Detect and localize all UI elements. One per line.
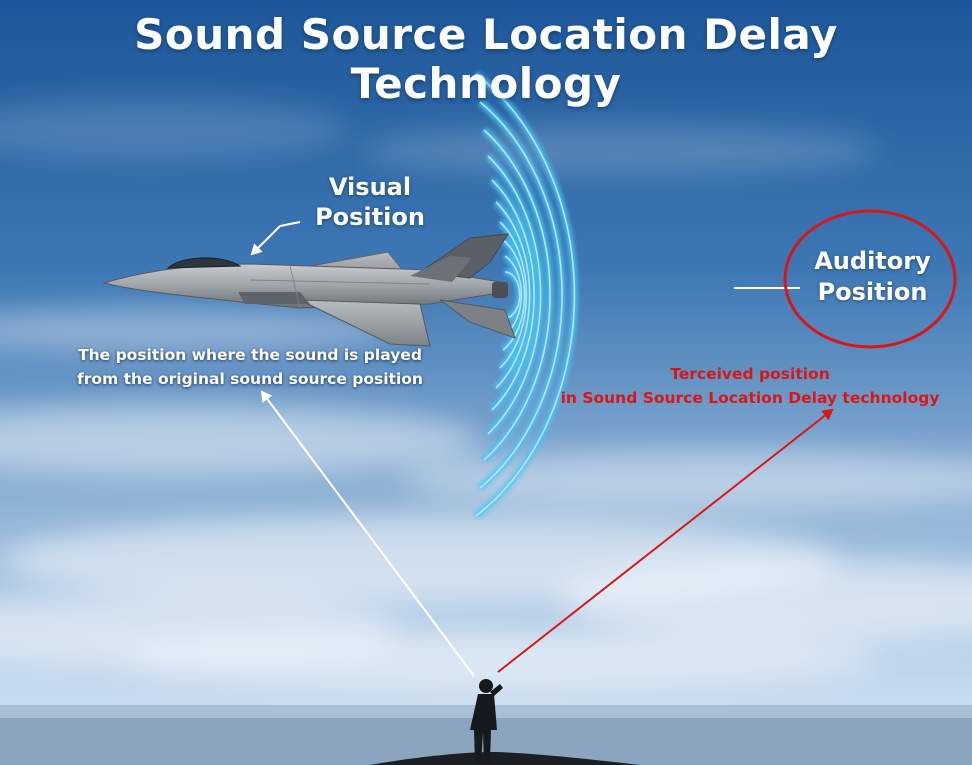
visual-position-line1: Visual: [328, 173, 412, 201]
perceived-position-caption: Terceived position in Sound Source Locat…: [500, 362, 972, 410]
original-sound-arrow: [260, 390, 475, 677]
perceived-caption-line1: Terceived position: [670, 365, 830, 383]
cloud-layer: [0, 100, 972, 688]
perceived-sound-arrow: [497, 408, 834, 673]
auditory-position-highlight: [783, 209, 957, 349]
visual-position-pointer: [250, 221, 301, 256]
original-caption-line1: The position where the sound is played: [78, 346, 422, 364]
original-position-caption: The position where the sound is played f…: [30, 343, 470, 391]
perceived-caption-line2: in Sound Source Location Delay technolog…: [560, 389, 940, 407]
auditory-position-line1: Auditory: [814, 247, 931, 275]
fighter-jet-illustration: [102, 233, 516, 347]
visual-position-label: Visual Position: [290, 172, 450, 232]
diagram-title: Sound Source Location Delay Technology: [134, 10, 838, 108]
original-caption-line2: from the original sound source position: [77, 370, 423, 388]
auditory-position-line2: Position: [817, 278, 928, 306]
visual-position-line2: Position: [315, 203, 425, 231]
observer-silhouette: [470, 679, 503, 762]
sound-waves: [473, 71, 578, 519]
auditory-position-label: Auditory Position: [790, 246, 955, 308]
hilltop-silhouette: [370, 752, 640, 765]
